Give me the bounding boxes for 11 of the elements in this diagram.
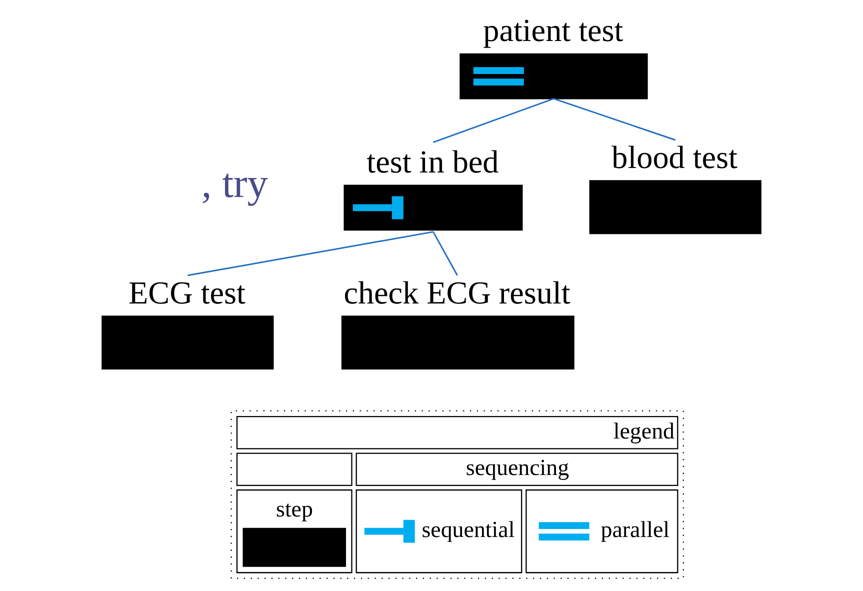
label: sequencing bbox=[466, 455, 570, 480]
legend-label: sequential bbox=[422, 517, 515, 542]
node-label: blood test bbox=[612, 139, 738, 176]
node-label: test in bed bbox=[366, 144, 499, 180]
label: , try bbox=[201, 160, 268, 206]
label: legend bbox=[613, 418, 675, 444]
node-label: check ECG result bbox=[344, 274, 570, 310]
node-label: ECG test bbox=[128, 274, 246, 310]
legend-label: parallel bbox=[600, 517, 670, 542]
legend-label: step bbox=[276, 496, 313, 522]
node-label: patient test bbox=[483, 12, 624, 48]
